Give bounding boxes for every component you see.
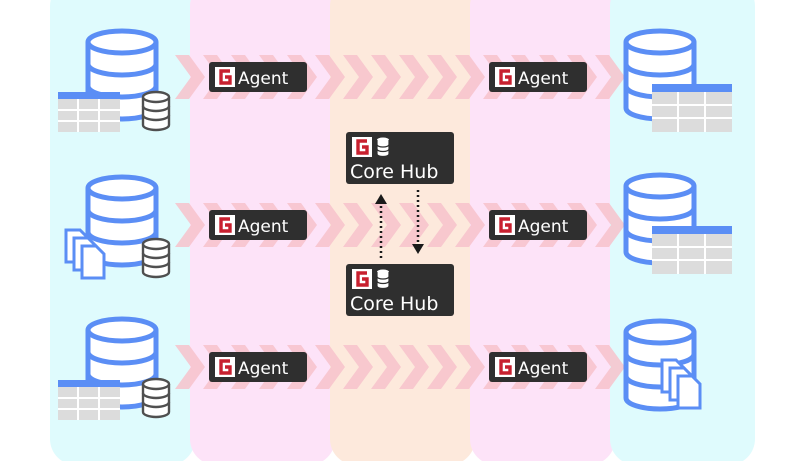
agent-logo-icon	[213, 65, 237, 89]
hub-logo-icon	[350, 135, 374, 159]
hub-sync-arrows	[375, 190, 424, 258]
table-icon	[58, 380, 120, 420]
agent-logo-icon	[213, 213, 237, 237]
target-database-1	[623, 28, 732, 132]
agent-label: Agent	[238, 217, 289, 237]
agent-badge-left-2: Agent	[209, 210, 307, 240]
small-database-icon	[141, 90, 171, 132]
target-database-3	[623, 318, 702, 412]
small-database-icon	[141, 377, 171, 419]
agent-logo-icon	[493, 65, 517, 89]
agent-logo-icon	[213, 355, 237, 379]
hub-database-icon	[376, 136, 390, 158]
source-database-1	[58, 28, 171, 132]
target-database-2	[623, 172, 732, 274]
core-hub-primary: Core Hub	[346, 132, 454, 184]
arrow-down-icon	[412, 190, 424, 254]
source-database-2	[64, 174, 171, 280]
agent-label: Agent	[238, 359, 289, 379]
agent-label: Agent	[518, 359, 569, 379]
table-icon	[652, 226, 732, 274]
documents-icon	[660, 358, 702, 410]
hub-column	[330, 0, 475, 461]
agent-badge-left-1: Agent	[209, 62, 307, 92]
table-icon	[652, 84, 732, 132]
hub-label: Core Hub	[350, 161, 438, 183]
agent-label: Agent	[518, 217, 569, 237]
agent-badge-right-1: Agent	[489, 62, 587, 92]
agent-badge-left-3: Agent	[209, 352, 307, 382]
source-database-3	[58, 316, 171, 420]
agent-badge-right-2: Agent	[489, 210, 587, 240]
agent-label: Agent	[518, 69, 569, 89]
agent-logo-icon	[493, 213, 517, 237]
documents-icon	[64, 228, 106, 280]
agent-label: Agent	[238, 69, 289, 89]
hub-database-icon	[376, 268, 390, 290]
table-icon	[58, 92, 120, 132]
agent-badge-right-3: Agent	[489, 352, 587, 382]
agent-logo-icon	[493, 355, 517, 379]
small-database-icon	[141, 237, 171, 279]
arrow-up-icon	[375, 194, 387, 258]
hub-logo-icon	[350, 267, 374, 291]
hub-label: Core Hub	[350, 293, 438, 315]
core-hub-secondary: Core Hub	[346, 264, 454, 316]
